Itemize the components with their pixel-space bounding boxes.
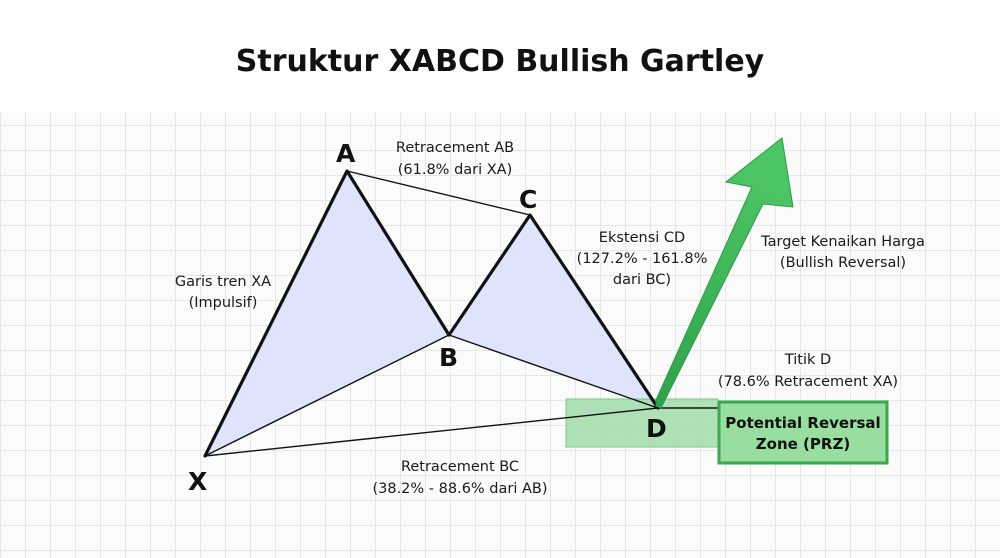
annotation-cd-line1: Ekstensi CD [599, 230, 685, 246]
target-arrow-icon [655, 137, 794, 409]
annotation-bc-line1: Retracement BC [401, 459, 519, 475]
annotation-ab-line1: Retracement AB [396, 140, 514, 156]
line-a-c [346, 170, 531, 216]
annotation-target-line1: Target Kenaikan Harga [760, 234, 925, 250]
annotation-d-line2: (78.6% Retracement XA) [718, 374, 898, 390]
triangle-xab [205, 171, 449, 456]
annotation-xa-line2: (Impulsif) [189, 295, 258, 311]
annotation-target-line2: (Bullish Reversal) [780, 255, 906, 271]
annotation-bc-line2: (38.2% - 88.6% dari AB) [372, 481, 547, 497]
diagram-title: Struktur XABCD Bullish Gartley [235, 44, 765, 79]
prz-label-line1: Potential Reversal [725, 414, 880, 432]
annotation-xa-line1: Garis tren XA [175, 274, 271, 290]
annotation-cd-line3: dari BC) [613, 272, 671, 288]
pattern-legs [203, 169, 660, 458]
line-x-b [204, 334, 450, 457]
annotation-d-line1: Titik D [784, 352, 831, 368]
prz-zone-band [565, 398, 719, 448]
point-label-x: X [188, 467, 207, 496]
annotation-ab-line2: (61.8% dari XA) [398, 162, 513, 178]
prz-label-box [717, 400, 889, 465]
point-label-c: C [519, 185, 537, 214]
point-label-b: B [439, 343, 458, 372]
line-b-d [448, 334, 659, 409]
title-band [0, 0, 1000, 112]
triangle-bcd [449, 215, 658, 408]
point-label-d: D [646, 414, 667, 443]
line-x-d [204, 407, 659, 457]
prz-label-line2: Zone (PRZ) [756, 435, 850, 453]
annotation-cd-line2: (127.2% - 161.8% [577, 251, 708, 267]
point-label-a: A [336, 139, 356, 168]
